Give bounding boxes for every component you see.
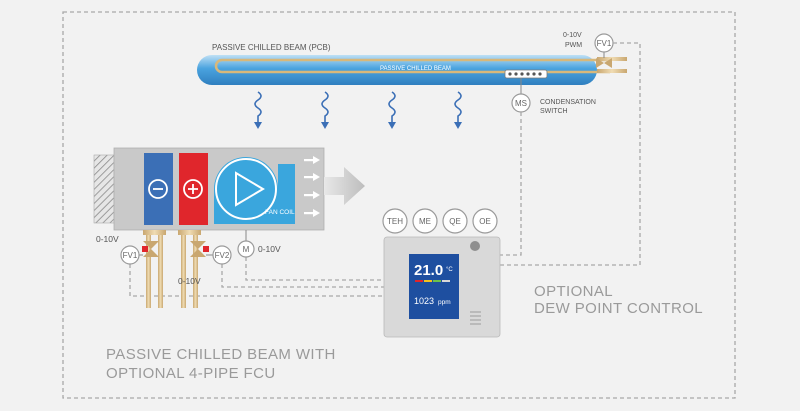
condensation-label-1: CONDENSATION [540, 99, 596, 106]
plus-icon [183, 179, 203, 199]
sensor-oe-label: OE [479, 217, 491, 226]
sensor-me-label: ME [419, 217, 431, 226]
sensor-options: TEH ME QE OE [382, 208, 498, 234]
fv2-actuator [212, 245, 232, 265]
signal-motor-0-10v: 0-10V [258, 244, 281, 254]
condensation-label-2: SWITCH [540, 108, 568, 115]
controller-vent [470, 311, 481, 325]
status-indicator-bar [415, 280, 450, 282]
condensation-sensor-coil [504, 69, 548, 79]
fan-icon [215, 158, 277, 220]
fv1-valve-icon [139, 241, 159, 257]
sensor-oe [472, 208, 498, 234]
beam-title: PASSIVE CHILLED BEAM (PCB) [212, 43, 331, 52]
motor-label: M [243, 245, 250, 254]
airflow-arrow-icon [324, 167, 365, 205]
sensor-teh-label: TEH [387, 217, 403, 226]
fv1-actuator [120, 245, 140, 265]
fv1-top-label: FV1 [597, 39, 612, 48]
controller-screen [409, 254, 459, 319]
co2-value: 1023 [414, 296, 434, 306]
cool-air-arrows-icon [254, 91, 462, 122]
fan-coil-label: FAN COIL [265, 209, 295, 216]
fcu-pipes [143, 230, 201, 308]
fv1-label: FV1 [123, 251, 138, 260]
signal-top-0-10v: 0-10V [563, 32, 582, 39]
main-caption-1: PASSIVE CHILLED BEAM WITH [106, 346, 336, 363]
fcu-filter [93, 154, 115, 224]
sensor-qe-label: QE [449, 217, 461, 226]
signal-fv1-0-10v: 0-10V [96, 234, 119, 244]
fv2-label: FV2 [215, 251, 230, 260]
temperature-value: 21.0 [414, 262, 443, 279]
discharge-arrows-icon [304, 156, 320, 217]
beam-inner-label: PASSIVE CHILLED BEAM [380, 66, 451, 72]
optional-caption-1: OPTIONAL [534, 283, 613, 300]
main-caption-2: OPTIONAL 4-PIPE FCU [106, 365, 276, 382]
signal-fv2-0-10v: 0-10V [178, 276, 201, 286]
fv1-wire [129, 264, 384, 297]
minus-icon [148, 179, 168, 199]
sensor-qe [442, 208, 468, 234]
ms-label: MS [515, 99, 527, 108]
fv2-wire [221, 264, 384, 288]
fv1-top-wire [500, 42, 641, 266]
motor-wire [245, 257, 384, 281]
co2-unit: ppm [438, 299, 451, 306]
ms-wire [500, 112, 522, 256]
motor-actuator [237, 240, 255, 258]
sensor-teh [382, 208, 408, 234]
temperature-unit: °C [446, 267, 453, 273]
controller-button[interactable] [470, 241, 480, 251]
signal-top-pwm: PWM [565, 42, 582, 49]
optional-caption-2: DEW POINT CONTROL [534, 300, 703, 317]
outer-frame [62, 11, 736, 399]
chilled-beam [197, 55, 610, 85]
sensor-me [412, 208, 438, 234]
fv2-valve-icon [190, 241, 213, 257]
